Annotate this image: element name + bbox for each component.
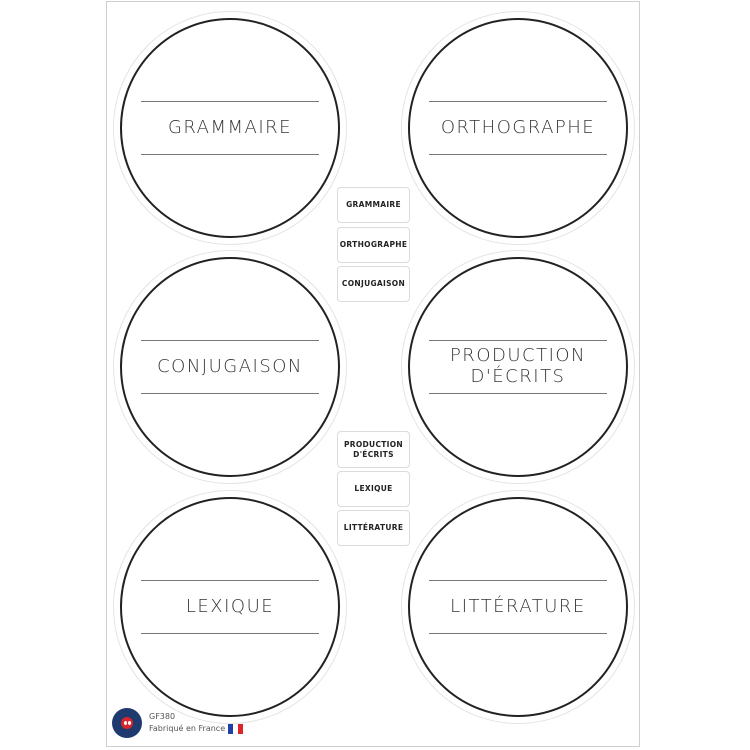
divider-line [141, 633, 319, 634]
sticker-label: GRAMMAIRE [167, 117, 293, 138]
divider-line [141, 101, 319, 102]
sticker-orthographe: ORTHOGRAPHE [401, 11, 635, 245]
sticker-ring [408, 257, 628, 477]
sticker-conjugaison: CONJUGAISON [113, 250, 347, 484]
tag-litterature: LITTÉRATURE [337, 510, 410, 546]
divider-line [141, 580, 319, 581]
sticker-ring [408, 497, 628, 717]
sticker-lexique: LEXIQUE [113, 490, 347, 724]
divider-line [141, 393, 319, 394]
sticker-litterature: LITTÉRATURE [401, 490, 635, 724]
tag-conjugaison: CONJUGAISON [337, 266, 410, 302]
divider-line [429, 580, 607, 581]
tag-lexique: LEXIQUE [337, 471, 410, 507]
divider-line [429, 393, 607, 394]
sticker-label: PRODUCTION D'ÉCRITS [449, 345, 587, 387]
product-code: GF380 [149, 712, 176, 721]
sticker-grammaire: GRAMMAIRE [113, 11, 347, 245]
divider-line [141, 340, 319, 341]
sticker-ring [120, 497, 340, 717]
divider-line [429, 101, 607, 102]
made-in-france-text: Fabriqué en France [149, 724, 226, 733]
divider-line [429, 340, 607, 341]
divider-line [141, 154, 319, 155]
sticker-production-ecrits: PRODUCTION D'ÉCRITS [401, 250, 635, 484]
divider-line [429, 633, 607, 634]
france-flag-icon [228, 723, 244, 734]
tag-orthographe: ORTHOGRAPHE [337, 227, 410, 263]
tag-production-ecrits: PRODUCTION D'ÉCRITS [337, 431, 410, 468]
sticker-label: LITTÉRATURE [450, 596, 586, 617]
sticker-label: CONJUGAISON [157, 356, 303, 377]
tag-grammaire: GRAMMAIRE [337, 187, 410, 223]
sticker-ring [408, 18, 628, 238]
sticker-label: ORTHOGRAPHE [440, 117, 596, 138]
sticker-ring [120, 18, 340, 238]
sticker-label: LEXIQUE [185, 596, 275, 617]
sticker-ring [120, 257, 340, 477]
divider-line [429, 154, 607, 155]
footer: GF380 Fabriqué en France [112, 708, 244, 738]
les-gommettes-logo-icon [112, 708, 142, 738]
